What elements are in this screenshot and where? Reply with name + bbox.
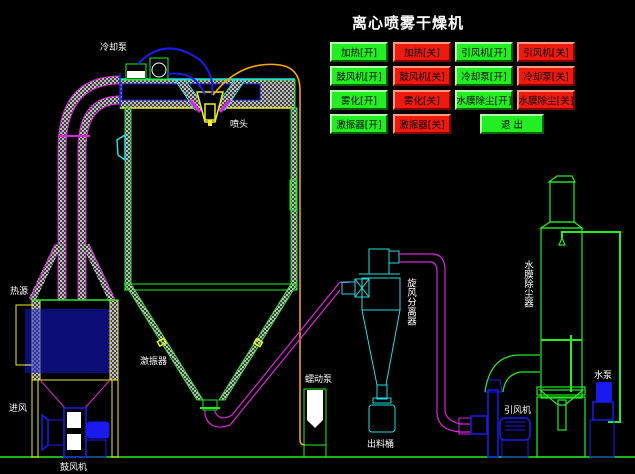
atomize-on-button[interactable]: 雾化[开]	[330, 90, 388, 110]
heating-coil	[25, 317, 110, 321]
heating-coil	[25, 361, 110, 365]
vibrator-off-button[interactable]: 激振器[关]	[393, 114, 451, 134]
label-induced-fan: 引风机	[504, 406, 532, 416]
heating-coil	[25, 321, 110, 325]
exit-button[interactable]: 退 出	[480, 114, 544, 134]
heating-coil	[25, 337, 110, 341]
heating-coil	[25, 365, 110, 369]
label-vibrator: 激振器	[140, 357, 168, 367]
heating-coil	[25, 313, 110, 317]
nozzle	[204, 103, 216, 121]
induced-fan-on-button[interactable]: 引风机[开]	[455, 42, 513, 62]
page-title: 离心喷雾干燥机	[352, 14, 465, 32]
heating-coil	[25, 345, 110, 349]
heater	[15, 299, 119, 458]
drying-chamber	[116, 107, 298, 411]
heating-coil	[25, 325, 110, 329]
label-peristaltic-pump: 蠕动泵	[305, 375, 333, 385]
heating-coils	[25, 309, 110, 373]
heating-coil	[25, 369, 110, 373]
heating-coil	[25, 329, 110, 333]
water-film-off-button[interactable]: 水膜除尘[关]	[517, 90, 575, 110]
heat-on-button[interactable]: 加热[开]	[330, 42, 388, 62]
cyclone-outlet-pipe	[399, 253, 470, 425]
label-cyclone: 旋风分离器	[405, 278, 416, 326]
cooling-pump-on-button[interactable]: 冷却泵[开]	[455, 66, 513, 86]
induced-draft-fan	[458, 354, 540, 458]
cyclone-separator	[341, 248, 401, 433]
heating-coil	[25, 353, 110, 357]
label-blower: 鼓风机	[60, 463, 88, 473]
feed-line	[212, 63, 306, 446]
blower-fan	[41, 407, 110, 458]
heating-coil	[25, 309, 110, 313]
label-discharge-bucket: 出料桶	[367, 440, 395, 450]
cooling-pump-off-button[interactable]: 冷却泵[关]	[517, 66, 575, 86]
heating-coil	[25, 357, 110, 361]
label-nozzle: 喷头	[230, 120, 249, 130]
cooling-pump	[125, 47, 214, 96]
atomize-off-button[interactable]: 雾化[关]	[393, 90, 451, 110]
label-water-film-collector: 水膜除尘器	[522, 260, 533, 308]
blower-on-button[interactable]: 鼓风机[开]	[330, 66, 388, 86]
peristaltic-pump-unit	[303, 388, 327, 458]
heating-coil	[25, 349, 110, 353]
label-heat-source: 热源	[10, 287, 29, 297]
water-film-on-button[interactable]: 水膜除尘[开]	[455, 90, 513, 110]
label-water-pump: 水泵	[594, 371, 613, 381]
induced-fan-off-button[interactable]: 引风机[关]	[517, 42, 575, 62]
label-cooling-pump: 冷却泵	[100, 43, 128, 53]
heat-off-button[interactable]: 加热[关]	[393, 42, 451, 62]
heating-coil	[25, 341, 110, 345]
air-distributor	[119, 73, 296, 126]
heating-coil	[25, 333, 110, 337]
vibrator-on-button[interactable]: 激振器[开]	[330, 114, 388, 134]
water-pump-unit	[589, 382, 615, 458]
blower-off-button[interactable]: 鼓风机[关]	[393, 66, 451, 86]
label-air-inlet: 进风	[9, 404, 28, 414]
water-film-dust-collector	[536, 175, 621, 458]
product-pipe	[204, 281, 351, 428]
hot-air-duct	[28, 75, 121, 302]
